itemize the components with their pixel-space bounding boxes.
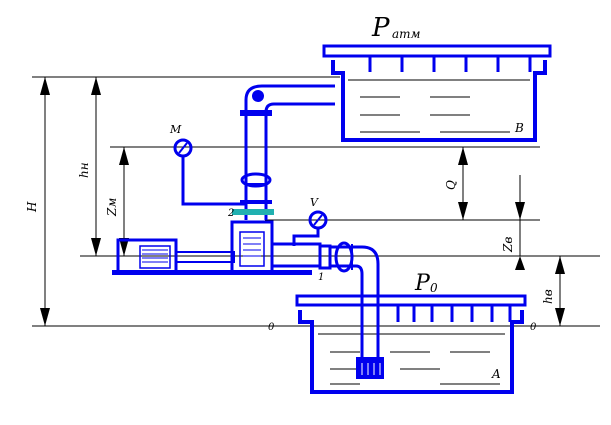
- label-p0: P: [414, 271, 431, 296]
- dimension-q: [458, 147, 468, 220]
- label-zv: Zв: [501, 237, 515, 253]
- label-H: H: [25, 201, 39, 213]
- lower-tank: [295, 294, 527, 394]
- label-tank-a: A: [491, 367, 501, 381]
- label-p-atm-sub: атм: [392, 27, 421, 41]
- dimension-H: [40, 77, 50, 326]
- label-p0-sub: 0: [430, 281, 438, 295]
- label-gauge-v: V: [310, 196, 319, 209]
- upper-tank-water-lines: [348, 79, 530, 133]
- dimension-zm: [119, 147, 129, 256]
- lower-tank-pressure-arrows: [396, 305, 512, 322]
- dimension-hn: [91, 77, 101, 256]
- dimension-zv: [515, 175, 525, 270]
- suction-strainer: [356, 357, 384, 379]
- label-q: Q: [444, 180, 458, 190]
- upper-tank: [322, 44, 552, 142]
- label-gauge-m: M: [169, 123, 182, 136]
- upper-tank-pressure-arrows: [368, 56, 532, 72]
- label-hn: hн: [77, 162, 91, 178]
- labels: P атм P 0 B A M V 1 2 0 0 H hн Zм Q Zв h…: [25, 13, 555, 381]
- pressure-gauge: [173, 138, 246, 206]
- suction-pipe: [318, 241, 384, 379]
- label-p-atm: P: [371, 13, 390, 43]
- label-section-1: 1: [318, 272, 324, 283]
- vacuum-gauge: [292, 210, 328, 246]
- discharge-pipe: [232, 84, 335, 220]
- pump-assembly: [112, 220, 322, 275]
- label-hv: hв: [541, 289, 555, 304]
- discharge-flange: [240, 172, 272, 188]
- label-section-2: 2: [227, 208, 234, 219]
- lower-tank-water-lines: [318, 333, 505, 385]
- label-datum-right: 0: [530, 322, 537, 333]
- gauge-connection-segment: [232, 209, 274, 215]
- label-datum-left: 0: [268, 322, 275, 333]
- dimension-hv: [555, 256, 565, 326]
- label-zm: Zм: [105, 198, 119, 217]
- label-tank-b: B: [514, 121, 524, 135]
